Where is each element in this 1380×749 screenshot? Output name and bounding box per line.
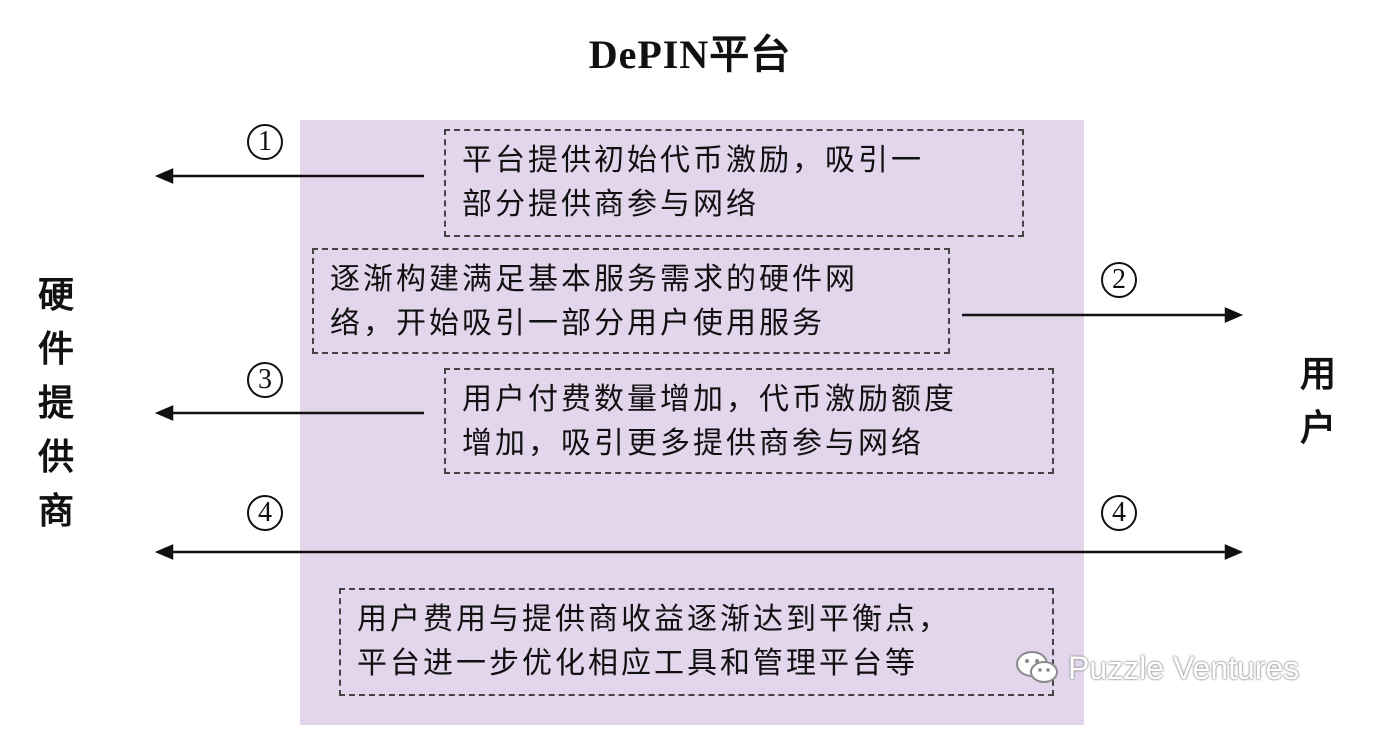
step-4-box: 用户费用与提供商收益逐渐达到平衡点， 平台进一步优化相应工具和管理平台等 [339, 588, 1054, 696]
provider-char: 供 [37, 436, 74, 478]
user-label: 用 户 [1298, 347, 1338, 455]
step-1-line-1: 平台提供初始代币激励，吸引一 [462, 143, 924, 178]
step-4-line-2: 平台进一步优化相应工具和管理平台等 [357, 646, 918, 681]
provider-char: 硬 [37, 274, 74, 316]
provider-char: 件 [37, 328, 74, 370]
step-1-marker: 1 [247, 124, 283, 160]
wechat-icon [1016, 651, 1058, 683]
step-1-box: 平台提供初始代币激励，吸引一 部分提供商参与网络 [444, 129, 1024, 237]
arrow-3-head [154, 405, 174, 421]
watermark: Puzzle Ventures [1014, 648, 1299, 688]
watermark-text: Puzzle Ventures [1068, 649, 1300, 686]
step-4-marker-left: 4 [247, 495, 283, 531]
step-2-box: 逐渐构建满足基本服务需求的硬件网 络，开始吸引一部分用户使用服务 [312, 248, 950, 354]
diagram-title: DePIN平台 [588, 32, 792, 77]
step-1-line-2: 部分提供商参与网络 [462, 187, 759, 222]
arrow-2-head [1224, 307, 1244, 323]
provider-char: 商 [37, 490, 74, 532]
provider-char: 提 [37, 382, 74, 424]
step-4-line-1: 用户费用与提供商收益逐渐达到平衡点， [357, 602, 951, 637]
step-4-marker-right: 4 [1101, 495, 1137, 531]
step-3-box: 用户付费数量增加，代币激励额度 增加，吸引更多提供商参与网络 [444, 368, 1054, 474]
step-2-line-2: 络，开始吸引一部分用户使用服务 [330, 306, 825, 341]
step-2-line-1: 逐渐构建满足基本服务需求的硬件网 [330, 262, 858, 297]
arrow-1-head [154, 168, 174, 184]
step-2-marker: 2 [1101, 262, 1137, 298]
user-char: 户 [1299, 407, 1336, 449]
arrow-4-head-left [154, 544, 174, 560]
user-char: 用 [1299, 353, 1336, 395]
step-3-marker: 3 [247, 362, 283, 398]
step-3-line-1: 用户付费数量增加，代币激励额度 [462, 382, 957, 417]
hardware-provider-label: 硬 件 提 供 商 [36, 268, 76, 538]
arrow-4-head-right [1224, 544, 1244, 560]
step-3-line-2: 增加，吸引更多提供商参与网络 [462, 426, 924, 461]
